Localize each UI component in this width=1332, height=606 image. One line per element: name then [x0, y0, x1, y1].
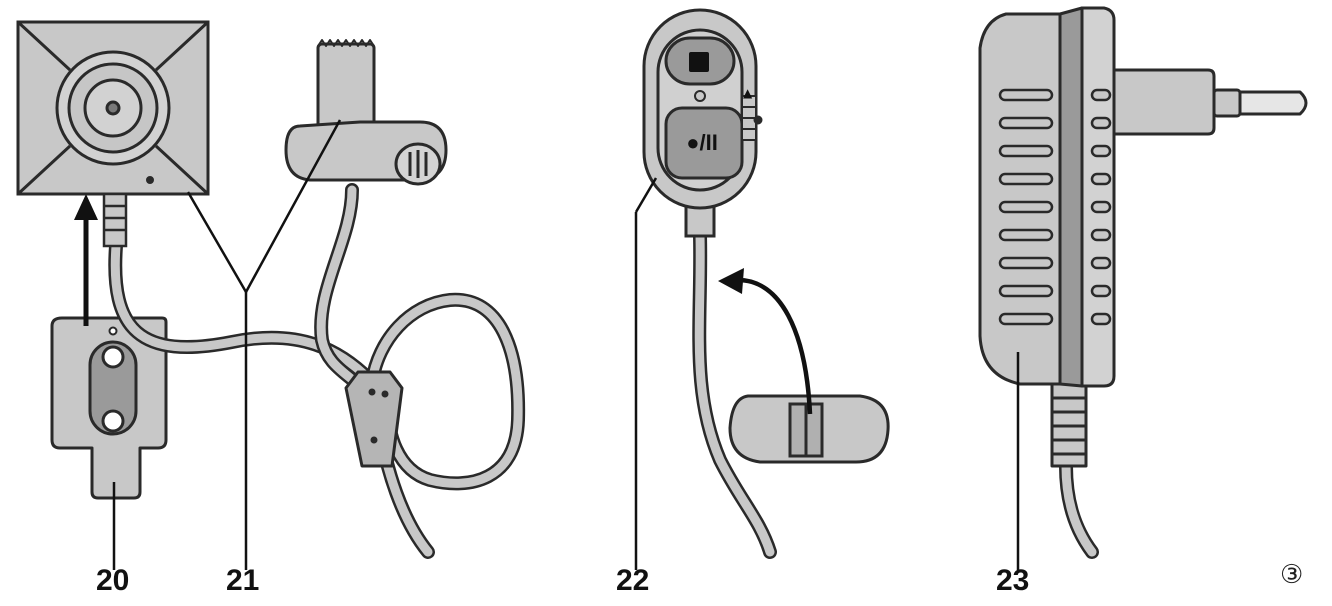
- stop-icon: [689, 52, 709, 72]
- microphone: [284, 39, 448, 186]
- figure-number: ③: [1280, 560, 1304, 590]
- belt-clip: [728, 394, 890, 464]
- camera-connector: [102, 192, 128, 248]
- slider-arrow-icon: ▲: [743, 86, 753, 100]
- record-pause-icon: ●/II: [686, 130, 718, 155]
- vent-slots: [998, 88, 1112, 326]
- ferrite-core: [344, 370, 404, 468]
- power-adapter: [978, 6, 1308, 468]
- camera-mount-bracket: [50, 316, 168, 500]
- label-power-adapter: 23: [996, 564, 1030, 597]
- label-camera-mount: 20: [96, 564, 130, 597]
- record-pause-button: [664, 106, 744, 180]
- clip-attach-arrow: [718, 268, 813, 415]
- microphone-cable: [314, 183, 526, 559]
- label-remote-control: 22: [616, 564, 650, 597]
- leader-lines-21: [186, 119, 342, 570]
- leader-line-22: [634, 177, 658, 570]
- remote-control: [642, 8, 763, 238]
- camera-body: [16, 20, 210, 196]
- attach-arrow: [74, 194, 98, 326]
- label-camera-microphone: 21: [226, 564, 260, 597]
